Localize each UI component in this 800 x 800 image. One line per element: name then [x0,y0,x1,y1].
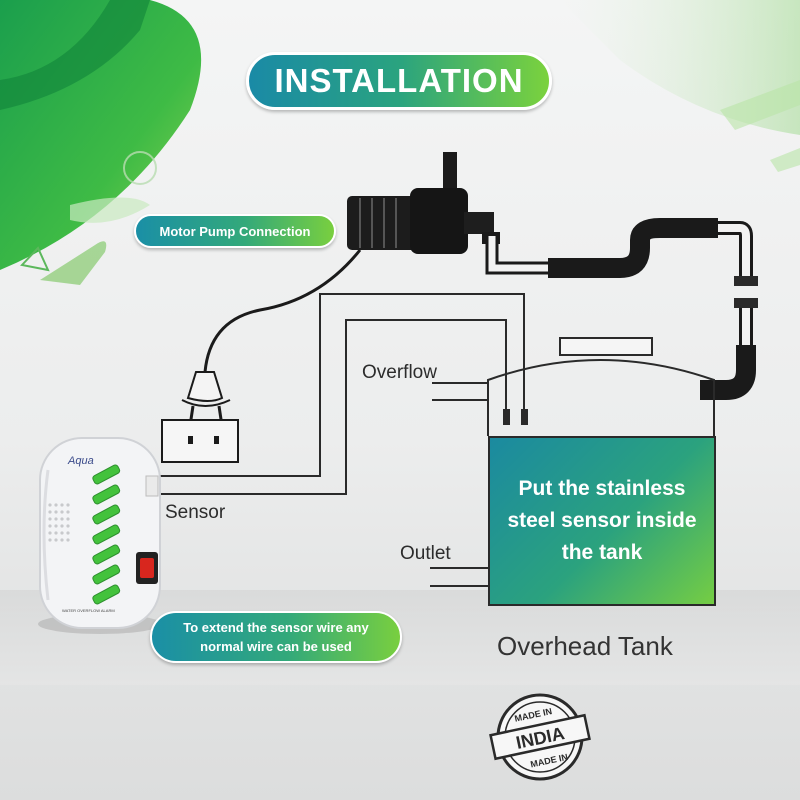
outlet-label: Outlet [400,543,451,564]
device-brand: Aqua [67,455,94,467]
power-plug-icon [181,249,362,427]
pipe-icon [485,218,758,400]
made-in-india-stamp-icon: INDIA MADE IN MADE IN [489,693,591,781]
overflow-label: Overflow [362,362,437,383]
overhead-tank-label: Overhead Tank [497,631,673,661]
device-label: WATER OVERFLOW ALARM [62,608,115,613]
sensor-wires [160,293,528,495]
motor-pump-callout: Motor Pump Connection [134,214,336,248]
tank-instruction-box: Put the stainless steel sensor inside th… [488,436,716,606]
wall-socket-icon [161,419,239,463]
overhead-tank-outline [430,337,715,587]
sensor-label: Sensor [165,502,226,523]
title-banner: INSTALLATION [246,52,552,110]
extend-wire-callout: To extend the sensor wire any normal wir… [150,611,402,663]
alarm-device-icon: Aqua WATER OVERFLOW ALARM [38,437,162,634]
motor-pump-icon [347,152,500,254]
